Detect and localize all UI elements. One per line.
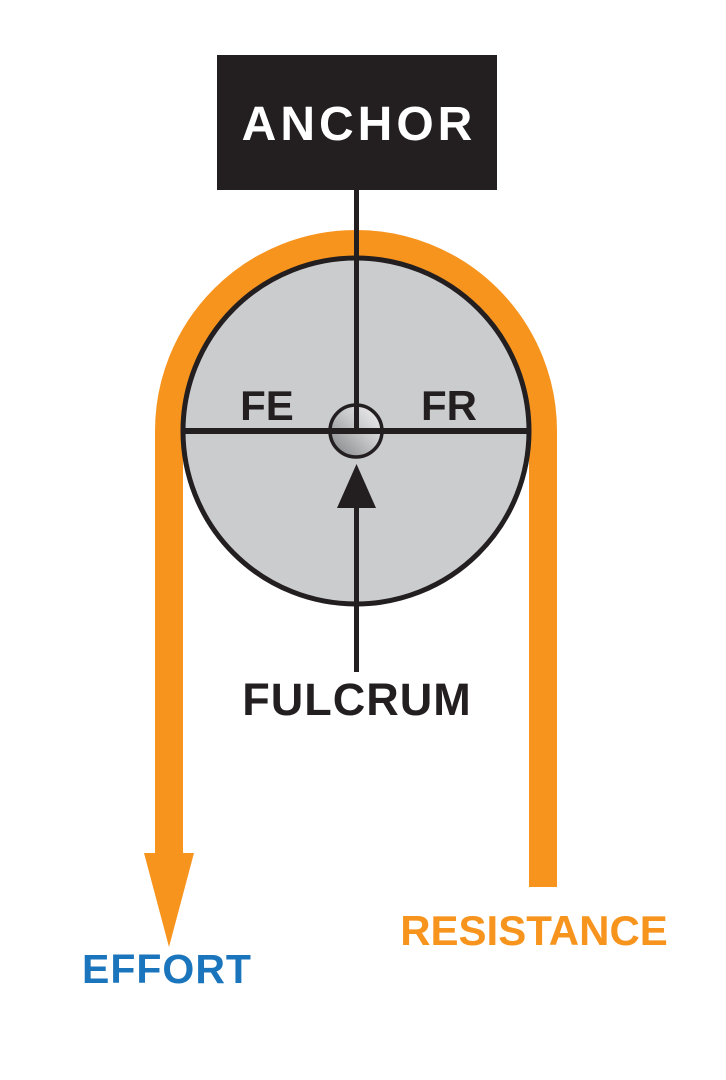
resistance-label: RESISTANCE <box>400 907 668 954</box>
fulcrum-label: FULCRUM <box>242 674 471 725</box>
effort-arrow-icon <box>144 853 194 947</box>
fe-label: FE <box>240 382 294 429</box>
anchor-label: ANCHOR <box>242 98 477 151</box>
fulcrum-arrow-icon <box>337 464 376 508</box>
fr-label: FR <box>421 382 477 429</box>
effort-label: EFFORT <box>82 946 252 992</box>
anchor-box <box>217 55 497 190</box>
